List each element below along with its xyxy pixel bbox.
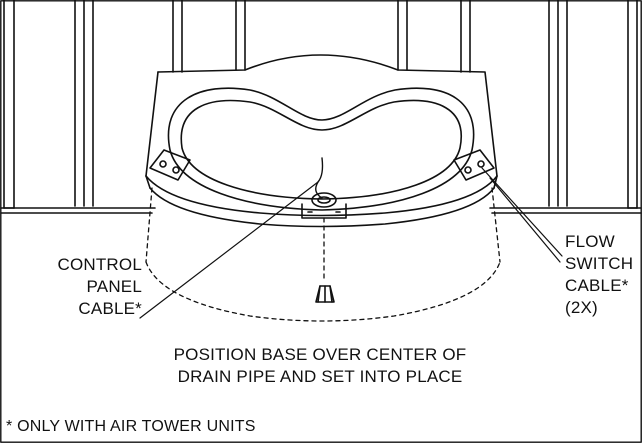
drain-assembly <box>301 192 347 219</box>
base-basin <box>180 99 463 200</box>
base-back-edge <box>157 54 498 177</box>
wall-studs <box>3 0 638 209</box>
label-line: SWITCH <box>565 254 634 273</box>
instruction-line: POSITION BASE OVER CENTER OF <box>173 345 467 364</box>
footnote: * ONLY WITH AIR TOWER UNITS <box>6 418 256 435</box>
control-panel-cable-label: CONTROL PANEL CABLE* <box>22 254 142 320</box>
base-outer-rim <box>145 175 498 217</box>
instruction-text: POSITION BASE OVER CENTER OF DRAIN PIPE … <box>120 344 520 388</box>
control-cable-leader <box>139 181 319 319</box>
label-line: CONTROL <box>57 255 142 274</box>
label-line: PANEL <box>86 277 142 296</box>
label-line: FLOW <box>565 232 615 251</box>
label-line: CABLE* <box>565 276 629 295</box>
label-line: CABLE* <box>78 299 142 318</box>
flow-switch-cable-label: FLOW SWITCH CABLE* (2X) <box>565 231 633 319</box>
control-panel-cable <box>315 157 324 199</box>
label-line: (2X) <box>565 298 598 317</box>
left-mount-pad <box>149 149 191 181</box>
projection-lines <box>145 187 501 322</box>
flow-cable-leader-a <box>481 167 563 257</box>
right-mount-pad <box>453 149 495 181</box>
base-inner-rim <box>167 87 475 211</box>
drain-pipe <box>315 285 335 303</box>
instruction-line: DRAIN PIPE AND SET INTO PLACE <box>177 367 463 386</box>
flow-cable-leader-b <box>489 177 561 263</box>
